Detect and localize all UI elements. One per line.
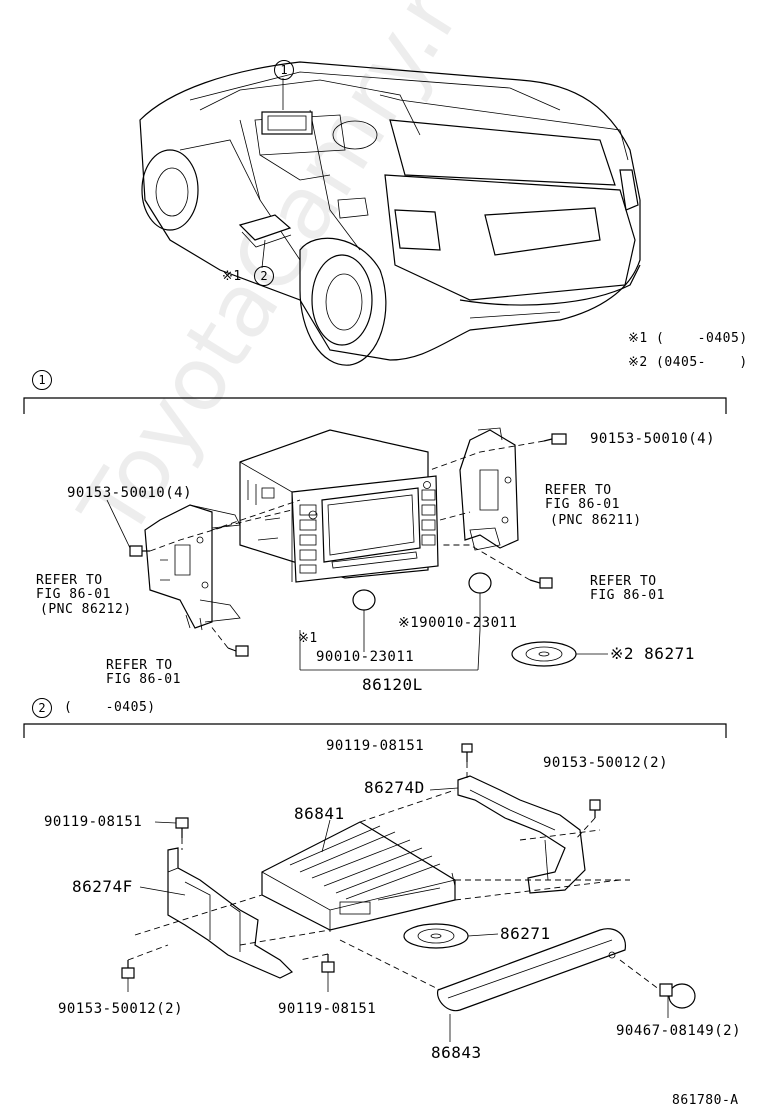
legend-note-1: ※1 ( -0405) (628, 331, 748, 346)
vehicle-outline (139, 61, 641, 366)
dashed-guides-section-1 (149, 440, 545, 649)
part-label-unit: 86841 (294, 804, 345, 823)
part-label-clip: 90467-08149(2) (616, 1023, 742, 1039)
screws-section-2 (121, 743, 696, 1009)
part-label-cap-right: ※190010-23011 (398, 615, 518, 631)
part-label-screw-left: 90119-08151 (44, 814, 143, 830)
refer-screw-left-line-2: FIG 86-01 (106, 672, 181, 687)
leaders-section-1 (106, 439, 608, 671)
legend-note-2: ※2 (0405- ) (628, 355, 748, 370)
part-label-disc-1: ※2 86271 (610, 644, 695, 663)
screws-section-1 (129, 433, 567, 657)
left-mounting-bracket (144, 504, 241, 631)
part-label-screw-bottom: 90119-08151 (278, 1001, 377, 1017)
refer-left-line-2: FIG 86-01 (36, 587, 111, 602)
left-bracket-86274f (167, 847, 294, 979)
navigation-computer (261, 821, 456, 932)
part-label-bolt-left: 90153-50010(4) (67, 485, 193, 501)
right-mounting-bracket (459, 427, 519, 551)
part-label-bolt-upper-right: 90153-50010(4) (590, 431, 716, 447)
figure-code: 861780-A (672, 1093, 739, 1108)
overview-callout-1: 1 (274, 60, 294, 80)
overview-note-mark: ※1 (222, 269, 242, 284)
part-label-bolt-bottom-left: 90153-50012(2) (58, 1001, 184, 1017)
section-1-frame (23, 397, 727, 414)
section-2-frame (23, 723, 727, 738)
leaders-section-2 (127, 787, 669, 1042)
disc-section-2 (403, 923, 469, 949)
overview-callout-2: 2 (254, 266, 274, 286)
section-2-header-note: ( -0405) (64, 700, 156, 715)
cap-left-note-mark: ※1 (298, 631, 318, 646)
section-1-marker: 1 (32, 370, 52, 390)
right-bracket-86274d (457, 775, 586, 894)
part-label-cover: 86843 (431, 1043, 482, 1062)
section-2-marker: 2 (32, 698, 52, 718)
part-label-disc-2: 86271 (500, 924, 551, 943)
refer-left-pnc: (PNC 86212) (40, 602, 132, 617)
part-label-bracket-right: 86274D (364, 778, 425, 797)
refer-screw-right-line-1: REFER TO (590, 574, 657, 589)
dashed-guides-section-2 (127, 762, 661, 991)
part-label-screw-top: 90119-08151 (326, 738, 425, 754)
refer-screw-right-line-2: FIG 86-01 (590, 588, 665, 603)
refer-screw-left-line-1: REFER TO (106, 658, 173, 673)
part-label-cap-left: 90010-23011 (316, 649, 415, 665)
cover-86843 (436, 928, 627, 1012)
refer-right-line-1: REFER TO (545, 483, 612, 498)
refer-right-pnc: (PNC 86211) (550, 513, 642, 528)
disc-section-1 (511, 641, 577, 667)
refer-right-line-2: FIG 86-01 (545, 497, 620, 512)
part-label-bracket-left: 86274F (72, 877, 133, 896)
assembly-label: 86120L (362, 675, 423, 694)
caps-section-1 (352, 572, 492, 611)
head-unit (239, 429, 439, 583)
refer-left-line-1: REFER TO (36, 573, 103, 588)
part-label-bolt-top-right: 90153-50012(2) (543, 755, 669, 771)
